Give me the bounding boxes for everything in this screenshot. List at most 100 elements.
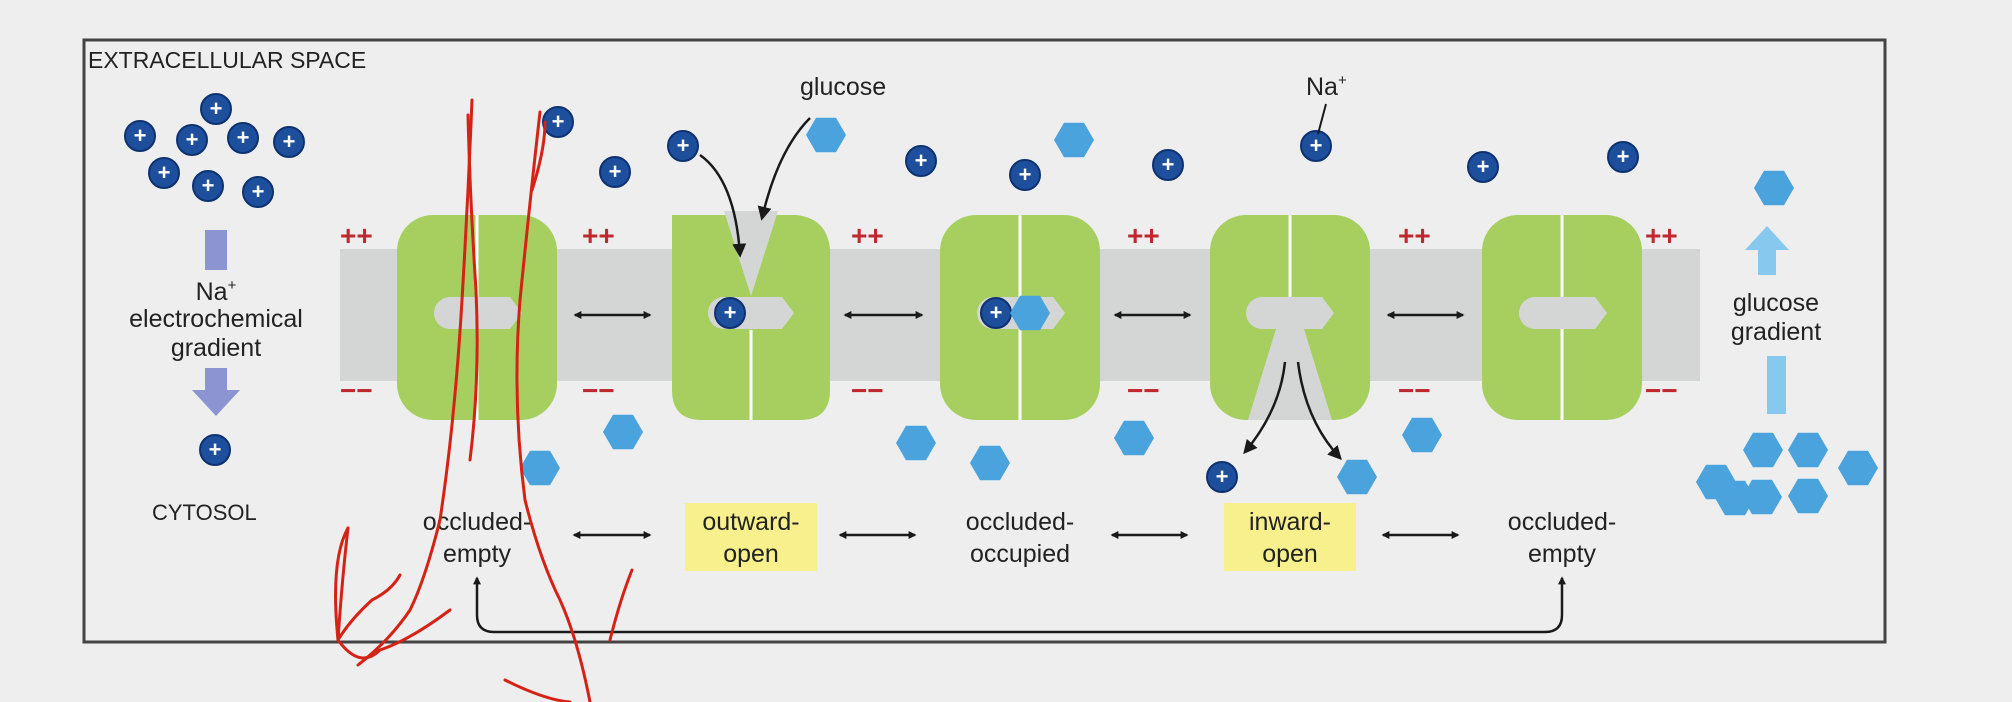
sodium-ion: + [176,124,208,156]
glucose-molecule [520,450,560,486]
state-label-line2: occupied [970,540,1070,568]
sodium-ion: + [124,120,156,152]
glucose-label: glucose [800,73,886,101]
negative-charge: −− [851,375,884,406]
negative-charge: −− [340,375,373,406]
state-label: occluded-occupied [966,508,1074,568]
positive-charge: ++ [1645,220,1678,251]
sodium-ion: + [667,130,699,162]
glucose-molecule [1788,432,1828,468]
sodium-ions: +++++++++++++++++++++ [124,93,1639,493]
sodium-ion: + [1607,141,1639,173]
positive-charge: ++ [1127,220,1160,251]
state-label-line1: occluded- [1508,508,1616,536]
glucose-molecule [1754,170,1794,206]
sodium-ion-label: Na+ [1306,72,1347,101]
sodium-ion: + [1467,151,1499,183]
state-label-line2: empty [443,540,512,568]
glucose-gradient-arrow-shaft [1767,356,1786,414]
svg-text:+: + [237,125,250,150]
sodium-ion: + [148,157,180,189]
binding-arrow [699,153,747,258]
glucose-molecule [1114,420,1154,456]
sodium-ion: + [192,170,224,202]
sodium-ion: + [542,106,574,138]
state-highlight [685,503,817,571]
svg-text:+: + [134,123,147,148]
sodium-ion: + [1152,149,1184,181]
sodium-ion: + [200,93,232,125]
glucose-gradient-arrow-head [1745,226,1789,275]
state-label-line2: open [1262,540,1318,568]
sodium-ion: + [1300,130,1332,162]
glucose-molecule [970,445,1010,481]
state-label: occluded-empty [1508,508,1616,568]
state-label: inward-open [1224,503,1356,571]
glucose-molecule [1010,295,1050,331]
state-label: outward-open [685,503,817,571]
extracellular-space-label: EXTRACELLULAR SPACE [88,47,366,73]
transporter-occluded-empty-right [1482,215,1642,420]
transporter-outward-open-body [672,211,830,420]
transporter-inward-open [1210,215,1370,420]
sodium-ion: + [1009,159,1041,191]
state-label-line1: outward- [702,508,799,536]
svg-text:+: + [158,160,171,185]
state-label-line2: open [723,540,779,568]
sodium-ion: + [1206,461,1238,493]
release-arrow [1243,361,1287,455]
glucose-molecule [603,414,643,450]
sodium-ion: + [980,297,1012,329]
release-arrow [1296,361,1342,461]
glucose-molecule [1838,450,1878,486]
sodium-ion: + [599,156,631,188]
svg-text:+: + [283,129,296,154]
glucose-gradient-label-line2: gradient [1731,318,1821,346]
svg-text:+: + [677,133,690,158]
sodium-ion: + [273,126,305,158]
glucose-molecule [1742,479,1782,515]
svg-text:+: + [1019,162,1032,187]
positive-charge: ++ [851,220,884,251]
binding-arrow [757,117,811,221]
na-gradient-arrow-shaft [205,230,227,270]
handwritten-annotation [334,98,634,702]
glucose-molecule [1788,478,1828,514]
glucose-molecule [1743,432,1783,468]
state-label-line1: occluded- [966,508,1074,536]
na-gradient-label-line3: gradient [171,334,261,362]
cycle-return-arrow [473,576,1566,634]
positive-charge: ++ [582,220,615,251]
negative-charge: −− [1127,375,1160,406]
positive-charge: ++ [340,220,373,251]
na-gradient-label: Na+ [196,277,237,306]
sodium-ion-label-leader [1317,103,1327,135]
negative-charge: −− [1645,375,1678,406]
positive-charge: ++ [1398,220,1431,251]
sodium-ion: + [227,122,259,154]
na-gradient-label-line2: electrochemical [129,305,303,333]
svg-text:+: + [202,173,215,198]
svg-text:+: + [1617,144,1630,169]
glucose-molecule [1715,480,1755,516]
svg-text:+: + [186,127,199,152]
svg-text:+: + [990,300,1003,325]
svg-text:+: + [609,159,622,184]
negative-charge: −− [582,375,615,406]
svg-text:+: + [1310,133,1323,158]
glucose-molecules [520,117,1878,516]
sodium-ion: + [905,145,937,177]
svg-text:+: + [210,96,223,121]
svg-text:+: + [724,300,737,325]
glucose-molecule [1054,122,1094,158]
glucose-molecule [896,425,936,461]
svg-text:+: + [552,109,565,134]
glucose-gradient-label-line1: glucose [1733,289,1819,317]
sodium-ion: + [714,297,746,329]
glucose-molecule [1337,459,1377,495]
svg-text:+: + [1216,464,1229,489]
svg-text:+: + [252,179,265,204]
negative-charge: −− [1398,375,1431,406]
state-highlight [1224,503,1356,571]
